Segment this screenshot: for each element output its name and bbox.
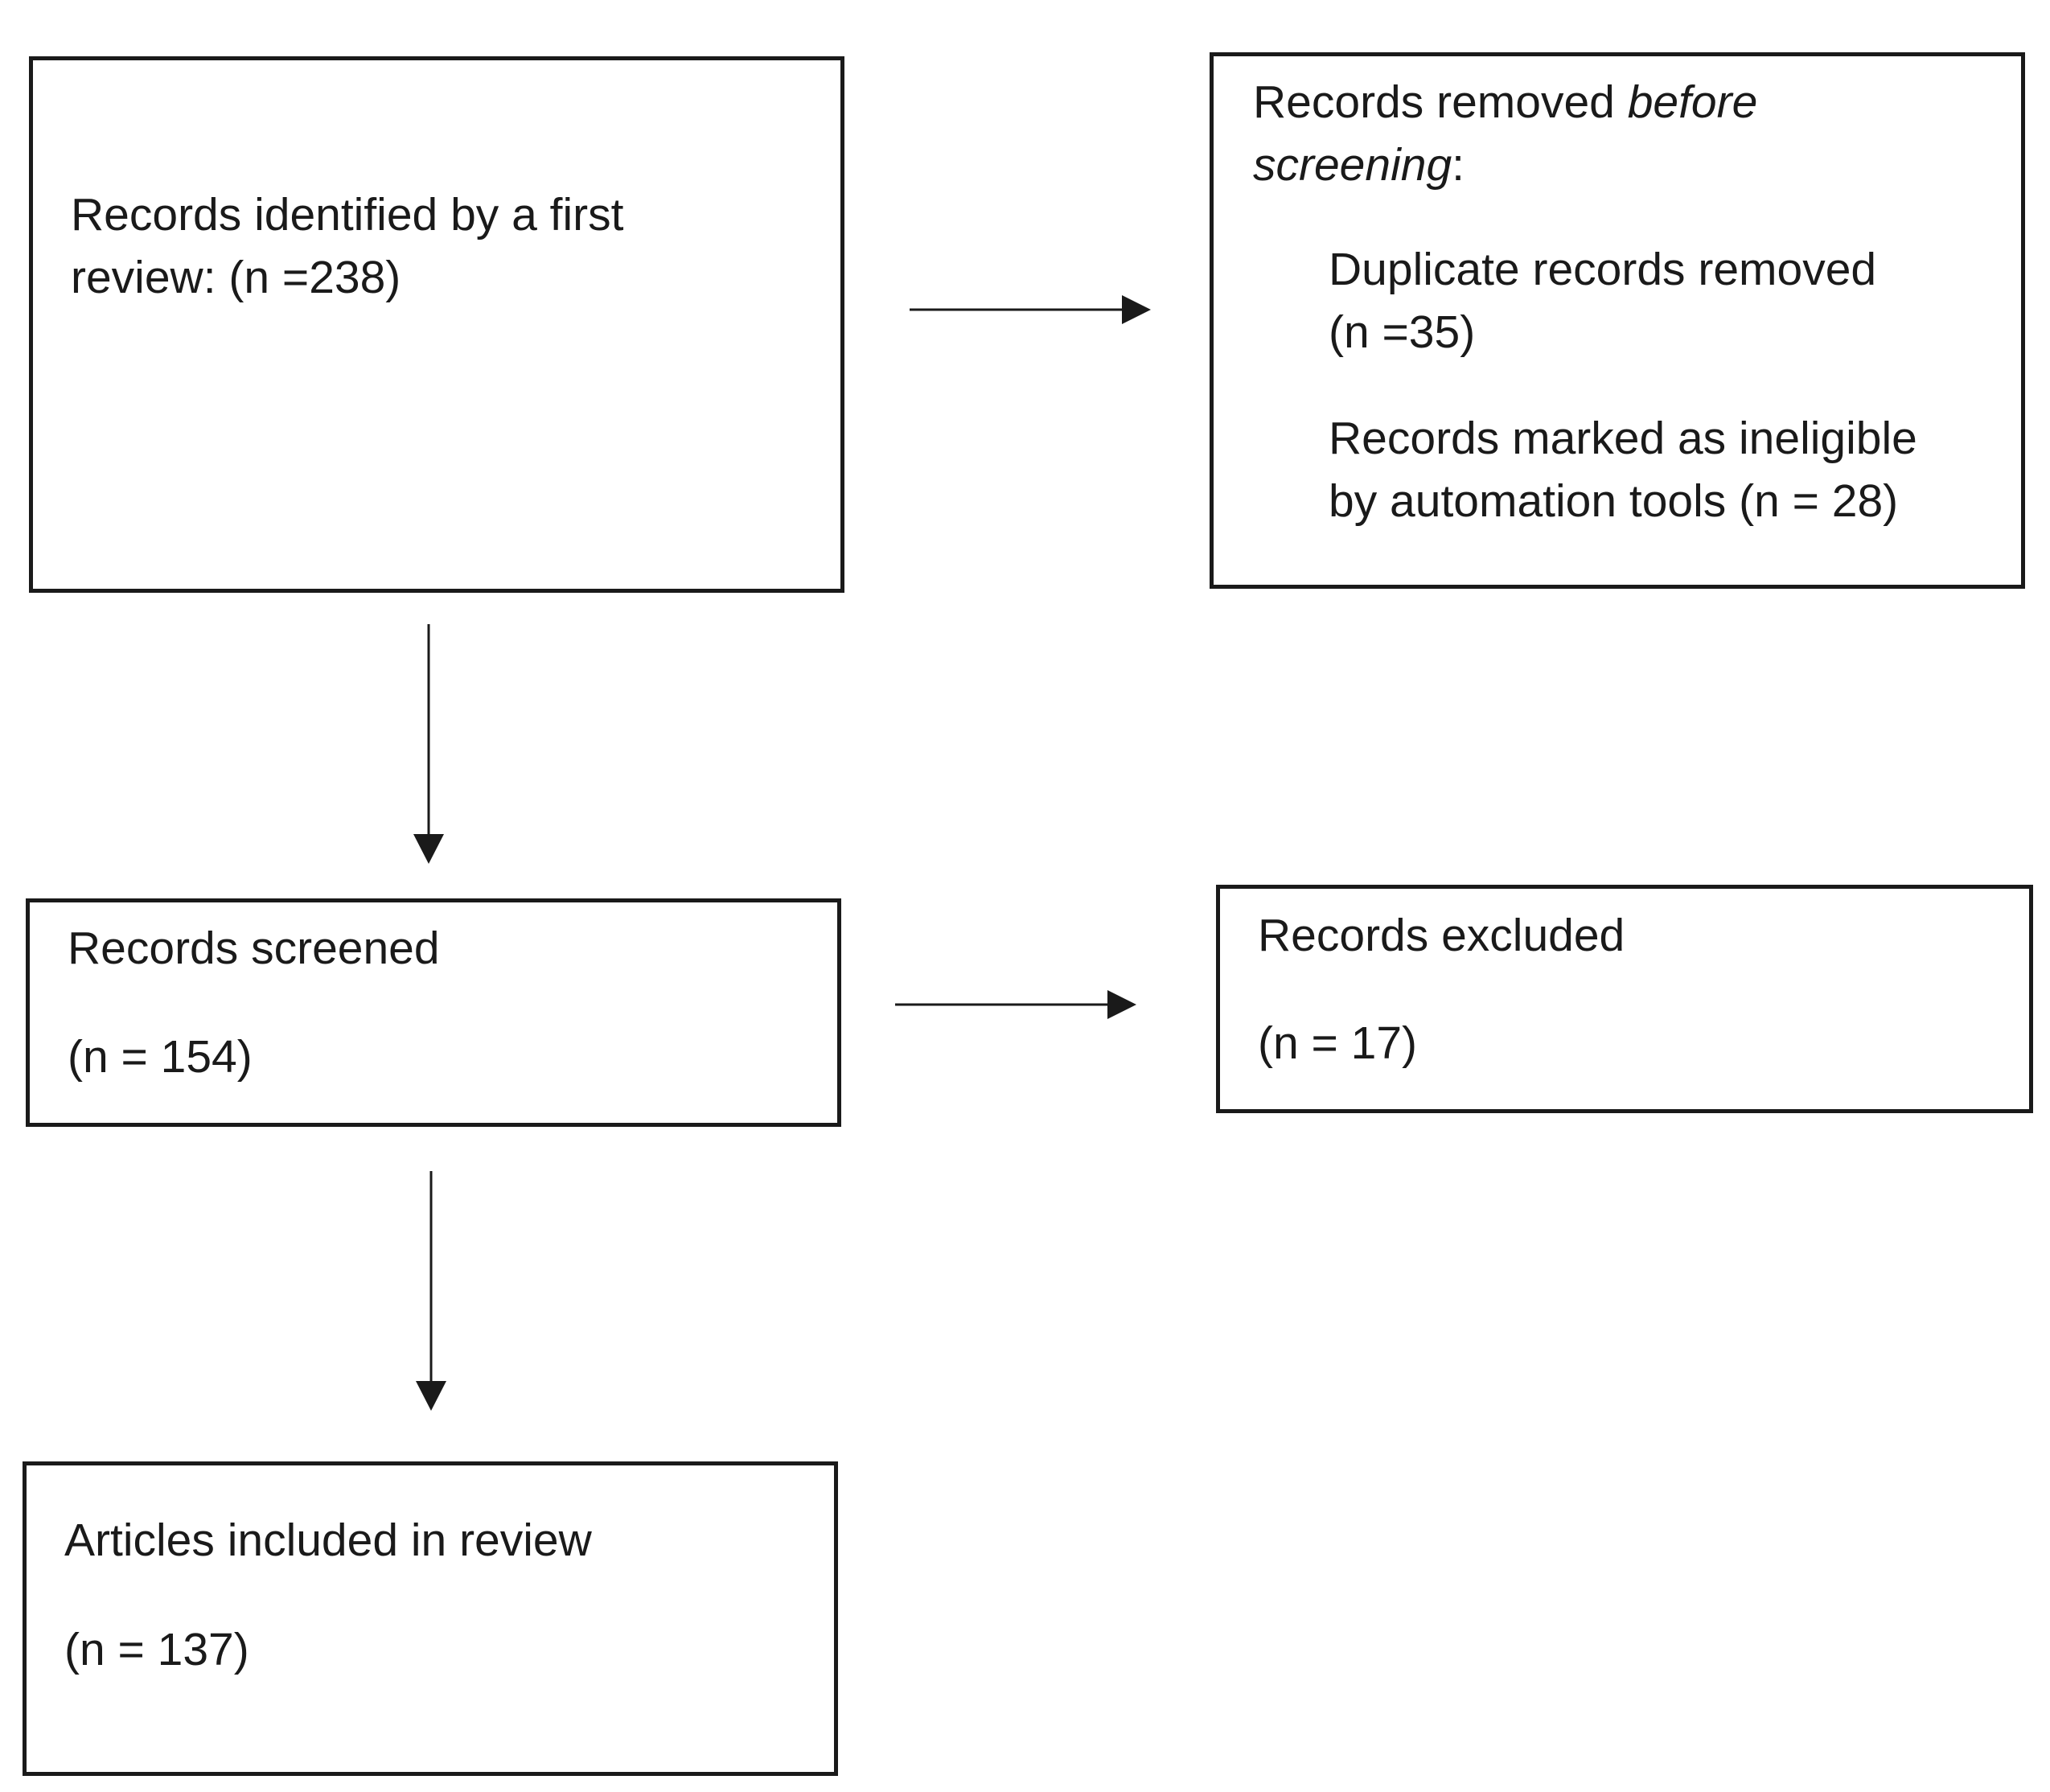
excluded-count: (n = 17) (1258, 1017, 1418, 1069)
identified-line2: review: (n =238) (71, 252, 401, 303)
removed-heading-emphasis: before (1627, 76, 1758, 128)
excluded-box (1216, 885, 2033, 1113)
screened-box (26, 898, 841, 1127)
arrow-identified-to-screened (413, 624, 444, 864)
identified-line1: Records identified by a first (71, 189, 624, 240)
arrow-screened-to-excluded (895, 990, 1136, 1019)
removed-heading-emphasis-2: screening (1253, 139, 1452, 191)
duplicate-line1: Duplicate records removed (1329, 244, 1877, 295)
screened-label: Records screened (68, 923, 440, 974)
removed-heading-text: Records removed (1253, 76, 1628, 128)
removed-heading-line1: Records removed before (1253, 71, 1757, 134)
arrow-identified-to-removed (910, 295, 1151, 324)
duplicate-line2: (n =35) (1329, 306, 1476, 358)
excluded-label: Records excluded (1258, 910, 1625, 961)
removed-box (1210, 52, 2025, 589)
included-count: (n = 137) (64, 1624, 249, 1675)
screened-count: (n = 154) (68, 1031, 253, 1083)
removed-heading-colon: : (1452, 139, 1465, 191)
removed-heading-line2: screening: (1253, 134, 1465, 196)
included-box (23, 1461, 838, 1776)
arrow-screened-to-included (416, 1171, 446, 1411)
ineligible-line2: by automation tools (n = 28) (1329, 475, 1899, 527)
ineligible-line1: Records marked as ineligible (1329, 413, 1917, 464)
identified-box (29, 56, 844, 593)
included-label: Articles included in review (64, 1515, 592, 1566)
